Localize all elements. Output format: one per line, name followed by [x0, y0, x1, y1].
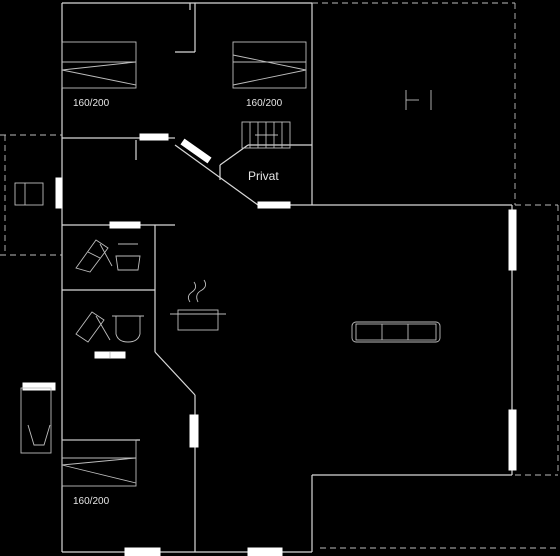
outer-walls: [61, 2, 513, 553]
window-icon: [257, 201, 291, 209]
bed-top-right: 160/200: [232, 41, 307, 109]
room-label-privat: Privat: [248, 169, 279, 183]
window-icon: [22, 382, 56, 391]
sink-icon: [115, 243, 141, 271]
window-icon: [55, 177, 63, 209]
bed-size-label: 160/200: [246, 98, 283, 109]
bed-top-left: 160/200: [61, 41, 137, 109]
bathtub-icon: [75, 311, 111, 343]
windows: [22, 133, 517, 556]
bed-size-label: 160/200: [73, 98, 110, 109]
window-icon: [109, 221, 141, 229]
staircase-icon: [241, 121, 291, 149]
interior-walls: [62, 3, 312, 552]
window-icon: [180, 138, 212, 164]
window-icon: [508, 209, 517, 271]
sofa-icon: [351, 321, 441, 343]
toilet-icon: [112, 315, 144, 343]
window-icon: [189, 414, 199, 448]
bed-size-label: 160/200: [73, 496, 110, 507]
single-bed-icon: [405, 90, 432, 110]
window-icon: [247, 547, 283, 556]
window-icon: [124, 547, 161, 556]
toilet-icon: [20, 387, 52, 454]
cooking-pot-icon: [170, 279, 226, 331]
bed-bottom-left: 160/200: [61, 439, 137, 507]
window-icon: [508, 409, 517, 471]
double-bed-icon: [14, 182, 44, 206]
bathtub-icon: [75, 239, 113, 273]
window-icon: [139, 133, 169, 141]
